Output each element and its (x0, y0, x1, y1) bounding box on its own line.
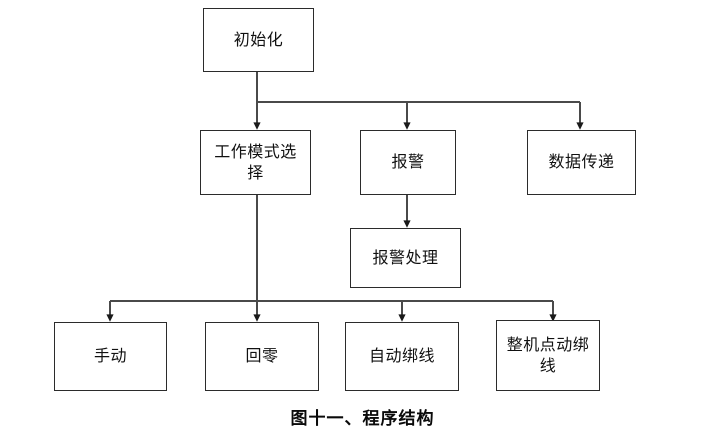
node-machine-jog-binding[interactable]: 整机点动绑 线 (496, 320, 600, 391)
node-work-mode-select[interactable]: 工作模式选 择 (200, 130, 311, 195)
node-auto-binding-label: 自动绑线 (368, 346, 435, 366)
node-manual[interactable]: 手动 (54, 322, 167, 391)
node-manual-label: 手动 (93, 346, 127, 366)
node-init-label: 初始化 (233, 29, 284, 49)
node-return-zero-label: 回零 (245, 346, 279, 366)
node-init[interactable]: 初始化 (203, 8, 314, 72)
node-machine-jog-binding-label: 整机点动绑 线 (506, 335, 590, 375)
node-alarm-handling-label: 报警处理 (372, 247, 439, 267)
node-data-transfer-label: 数据传递 (548, 152, 615, 172)
figure-caption: 图十一、程序结构 (290, 409, 435, 429)
node-alarm[interactable]: 报警 (360, 130, 456, 195)
node-alarm-handling[interactable]: 报警处理 (350, 228, 461, 288)
node-return-zero[interactable]: 回零 (205, 322, 319, 391)
node-auto-binding[interactable]: 自动绑线 (345, 322, 459, 391)
node-data-transfer[interactable]: 数据传递 (527, 130, 636, 195)
node-alarm-label: 报警 (391, 152, 425, 172)
node-work-mode-select-label: 工作模式选 择 (214, 142, 297, 182)
